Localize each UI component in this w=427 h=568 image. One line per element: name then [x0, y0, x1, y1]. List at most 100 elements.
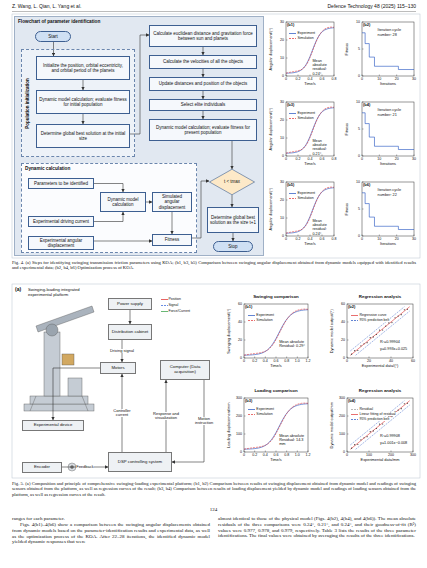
platform-base: [24, 404, 94, 411]
tick-mark: [286, 155, 287, 157]
experiment-curve: [244, 404, 308, 449]
tick-mark: [286, 156, 288, 157]
running-head: Defence Technology 48 (2025) 115–130: [236, 4, 416, 10]
data-point: [354, 350, 355, 351]
edge-label: Feedback: [76, 465, 94, 469]
legend-item: Simulation: [289, 36, 314, 40]
tick-label: 10: [371, 157, 387, 161]
tick-mark: [244, 322, 246, 323]
simulation-curve: [286, 187, 334, 233]
node-text: Parameters to be identified: [34, 181, 88, 186]
legend-line: [289, 32, 296, 35]
connector: [53, 368, 100, 420]
platform-plate: [30, 396, 88, 404]
tick-mark: [244, 416, 246, 417]
tick-label: 0: [236, 453, 252, 457]
legend-item: Linear fitting of residual: [351, 412, 396, 416]
tick-label: 0: [274, 234, 284, 238]
connector: [203, 69, 204, 77]
legend-text: Experiment: [297, 111, 315, 115]
node-text: Distribution cabinet: [112, 330, 149, 335]
tick-mark: [298, 155, 299, 157]
data-point: [401, 408, 402, 409]
legend-text: Experiment: [297, 191, 315, 195]
node-text: Simulated angular displacement: [155, 194, 189, 210]
device-box: Computer (Data acquisition): [160, 360, 210, 380]
figure-caption: Fig. 5. (a) Composition and principle of…: [12, 481, 416, 497]
panel-tag: (b4): [348, 399, 355, 404]
tick-mark: [414, 155, 415, 157]
body-text: Figs. 4(b1)–4(b6) show a comparison betw…: [12, 522, 210, 545]
tick-label: 5: [350, 47, 360, 51]
connector: [94, 212, 123, 222]
plot-frame: [244, 304, 308, 358]
tick-label: 10: [371, 237, 387, 241]
tick-label: 30: [274, 180, 284, 184]
body-text: almost identical to those of the physica…: [218, 516, 416, 539]
legend-line-stroke: [248, 315, 255, 316]
node-text: Dynamic model calculation; evaluate fitn…: [152, 125, 254, 135]
tick-mark: [286, 200, 288, 201]
tick-mark: [276, 451, 277, 453]
legend-text: Linear fitting of residual: [359, 412, 395, 416]
tick-mark: [286, 451, 287, 453]
legend-item: Simulation: [248, 318, 273, 322]
figure-frame: [12, 14, 420, 258]
platform-column: [44, 332, 60, 396]
tick-label: 0: [278, 157, 294, 161]
panel-tag: (b3): [245, 399, 252, 404]
tick-label: 10: [274, 136, 284, 140]
legend-item: Experiment: [248, 407, 275, 411]
data-point: [376, 428, 377, 429]
tick-mark: [308, 451, 309, 453]
tick-mark: [362, 129, 364, 130]
legend-line: [161, 310, 168, 313]
process-box: Dynamic model calculation; evaluate fitn…: [36, 90, 130, 114]
node-text: Calculate euclidean distance and gravita…: [152, 31, 254, 41]
node-text: Determine global best solution as the si…: [210, 215, 256, 225]
legend-line-stroke: [161, 299, 168, 300]
tick-mark: [334, 235, 335, 237]
axis-title: Swinging displacement/(°): [227, 304, 231, 358]
tick-label: 0: [354, 237, 370, 241]
plot-frame: [362, 182, 414, 236]
tick-label: 0.8: [326, 77, 342, 81]
process-box: Calculate euclidean distance and gravita…: [149, 25, 257, 47]
container-fill: [21, 49, 135, 157]
tick-label: 30: [274, 20, 284, 24]
connector: [83, 114, 84, 124]
data-point: [367, 342, 368, 343]
tick-label: 1.2: [300, 359, 316, 363]
experiment-curve: [244, 310, 308, 355]
body-text: ranges for each parameter.: [12, 516, 210, 522]
legend-item: Force/Current: [160, 309, 191, 313]
tick-label: 0.8: [279, 359, 295, 363]
tick-label: 40: [232, 320, 242, 324]
axis-title: Fitness: [345, 102, 349, 156]
node-text: Initialize the position, orbital eccentr…: [39, 63, 127, 73]
connector: [130, 310, 131, 324]
plot-frame: [362, 102, 414, 156]
tick-mark: [413, 451, 414, 453]
device-box: Motors: [100, 362, 136, 374]
tick-label: 300: [232, 396, 242, 400]
legend-line-stroke: [248, 414, 255, 415]
group-box: Dynamic calculationParameters to be iden…: [21, 163, 197, 253]
tick-mark: [286, 235, 287, 237]
edge-label: Controller current: [107, 409, 137, 418]
tick-mark: [244, 357, 245, 359]
swinging-arm: [36, 306, 94, 332]
tick-label: 0: [232, 356, 242, 360]
process-box: Determine global best solution as the si…: [207, 207, 259, 233]
tick-mark: [362, 75, 363, 77]
edge-label: Response and visualization: [151, 412, 181, 421]
node-text: Computer (Data acquisition): [163, 365, 207, 375]
data-point: [385, 325, 386, 326]
device-box: Distribution cabinet: [108, 324, 152, 340]
tick-label: 0.6: [314, 237, 330, 241]
legend-item: Simulation: [289, 116, 314, 120]
legend-text: Experiment: [297, 31, 315, 35]
data-point: [382, 329, 383, 330]
figure-caption: Fig. 4. (a) Steps for identifying swingi…: [12, 260, 416, 271]
tick-mark: [362, 209, 364, 210]
